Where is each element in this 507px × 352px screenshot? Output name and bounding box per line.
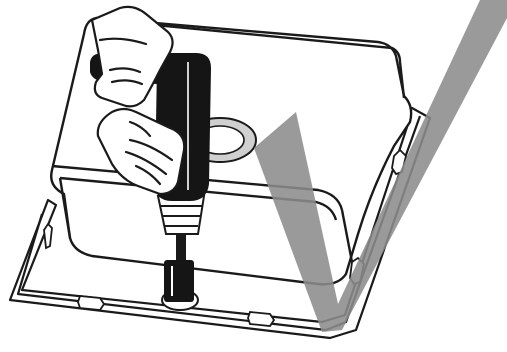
clip-center <box>248 312 274 326</box>
clip-left <box>78 296 104 310</box>
clip-left-side <box>44 224 52 248</box>
drill-bit-tip <box>164 260 194 302</box>
drill-chuck <box>158 196 204 234</box>
drill-bit-shank <box>176 232 186 262</box>
